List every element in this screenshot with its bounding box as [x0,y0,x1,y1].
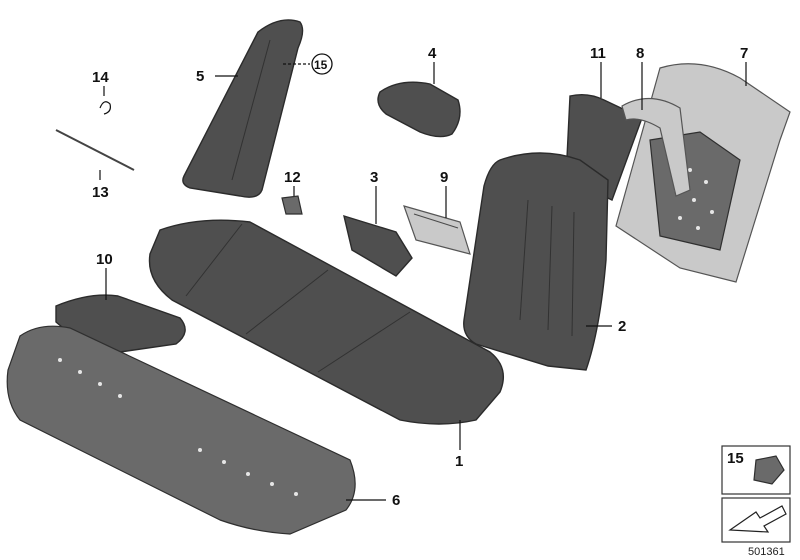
callout-8: 8 [636,45,644,62]
part-4-armrest-pad [377,81,461,138]
callout-5: 5 [196,68,204,85]
callout-9: 9 [440,169,448,186]
part-13-rod [55,129,135,171]
part-5-side-bolster [182,19,304,198]
part-6-seat-base [6,325,356,535]
callout-13: 13 [92,184,109,201]
view-arrow-icon [728,505,787,533]
part-3-trim-cover [343,214,413,277]
callout-3: 3 [370,169,378,186]
callout-11: 11 [590,45,606,62]
diagram-id: 501361 [748,546,785,558]
callout-6: 6 [392,492,400,509]
callout-15-inset: 15 [727,450,744,467]
part-9-bracket-panel [403,205,471,255]
part-12-bracket [281,195,303,215]
callout-15-circle: 15 [314,58,328,72]
callout-2: 2 [618,318,626,335]
leader-lines [99,62,747,501]
callout-7: 7 [740,45,748,62]
part-15-inset: 15 [721,445,791,495]
part-14-clip [99,101,111,115]
view-arrow-inset [721,497,791,543]
callout-15-circle-marker [311,53,333,75]
callout-12: 12 [284,169,301,186]
part-1-seat-cushion [148,219,504,425]
callout-1: 1 [455,453,463,470]
callout-4: 4 [428,45,437,62]
part-2-backrest-cushion [463,152,609,371]
callout-10: 10 [96,251,113,268]
callout-14: 14 [92,69,109,86]
